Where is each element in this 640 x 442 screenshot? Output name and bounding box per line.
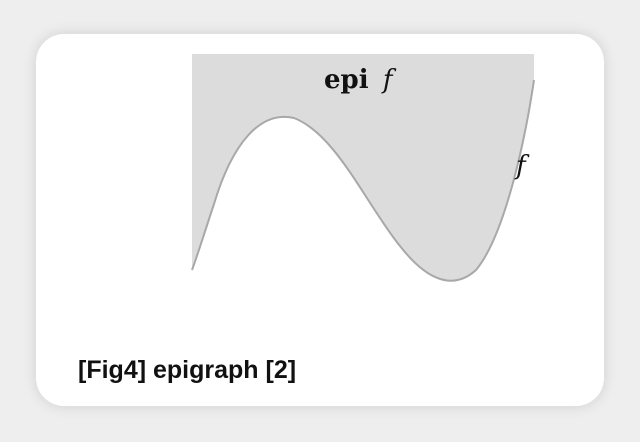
curve-f-label: f: [514, 151, 530, 181]
figure-card: epi f f [Fig4] epigraph [2]: [36, 34, 604, 406]
epigraph-diagram: epi f f: [191, 54, 535, 282]
epi-word: epi: [324, 65, 369, 95]
epi-f-label: epi f: [324, 65, 397, 95]
epigraph-region: [192, 54, 534, 281]
figure-caption: [Fig4] epigraph [2]: [78, 356, 297, 384]
function-curve: [191, 79, 535, 282]
